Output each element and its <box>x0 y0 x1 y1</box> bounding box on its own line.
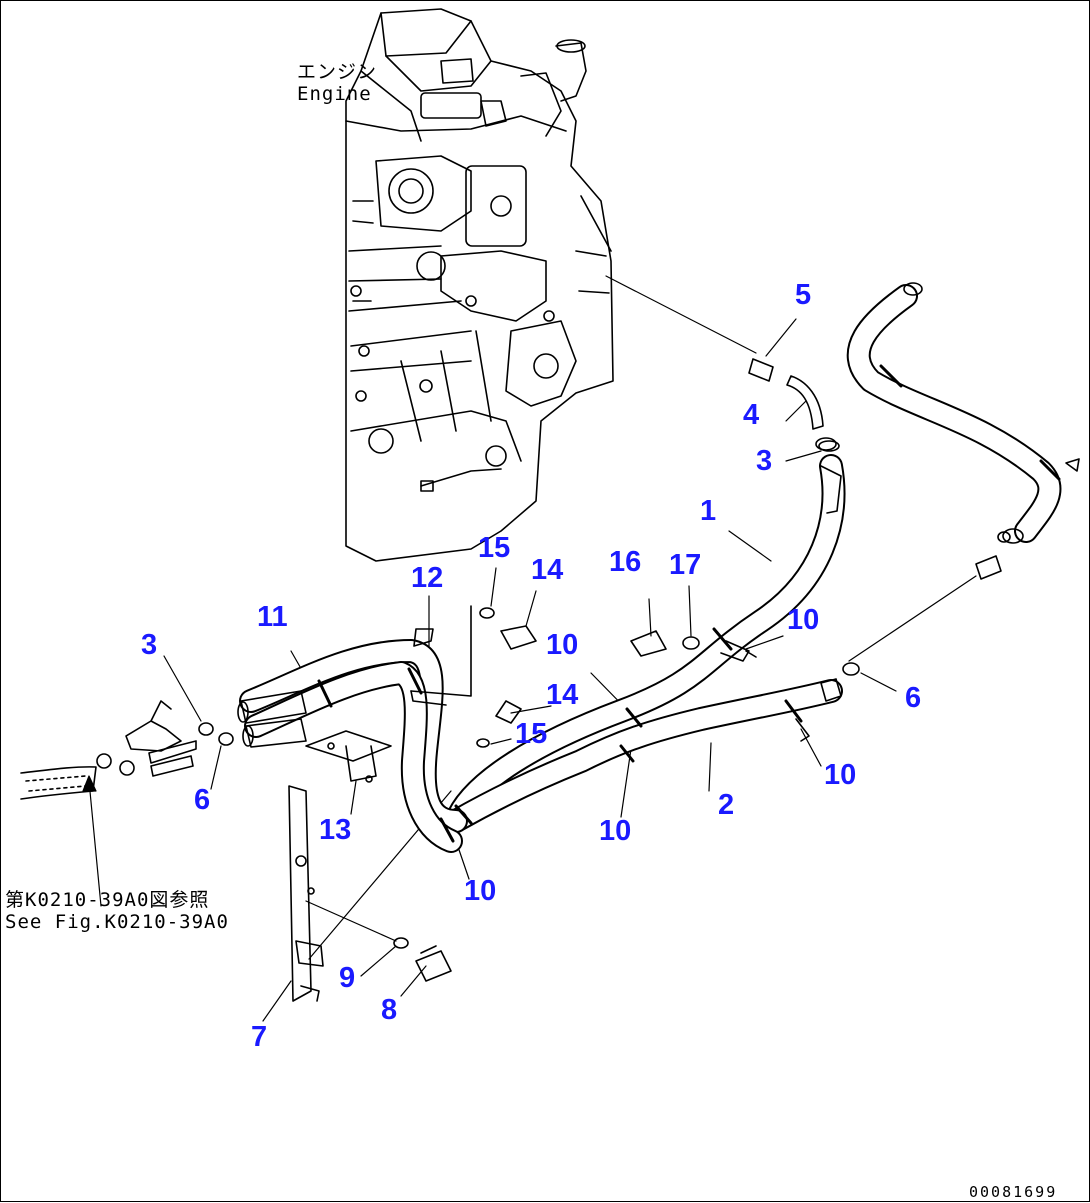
callout-3-left: 3 <box>141 629 158 661</box>
callout-10-c: 10 <box>824 759 857 791</box>
callout-16: 16 <box>609 546 642 578</box>
leader-lines <box>82 275 977 1022</box>
drawing-code: 00081699 <box>969 1183 1058 1201</box>
upper-right-hose <box>846 282 1080 544</box>
fittings-right <box>820 555 1002 702</box>
callout-6-right: 6 <box>905 682 922 714</box>
engine-label-en: Engine <box>297 83 372 105</box>
hose-11-outer <box>239 639 468 853</box>
reference-en: See Fig.K0210-39A0 <box>5 911 229 933</box>
callout-13: 13 <box>319 814 352 846</box>
callout-4: 4 <box>743 399 760 431</box>
callout-5: 5 <box>795 279 812 311</box>
bolt-14-15 <box>476 607 537 748</box>
bolt-8 <box>393 937 452 982</box>
callout-7: 7 <box>251 1021 268 1053</box>
callout-9: 9 <box>339 962 356 994</box>
bracket-7 <box>288 785 324 1002</box>
clamp-10-top <box>720 640 757 662</box>
hose-ends-left <box>237 690 307 748</box>
callout-10-e: 10 <box>464 875 497 907</box>
small-fittings <box>818 440 1011 543</box>
engine-label-ja: エンジン <box>297 61 378 83</box>
callout-8: 8 <box>381 994 398 1026</box>
callout-6-left: 6 <box>194 784 211 816</box>
hose-bands <box>317 627 803 843</box>
callout-15-top: 15 <box>478 532 511 564</box>
callout-1: 1 <box>700 495 717 527</box>
callout-15-bottom: 15 <box>515 718 548 750</box>
callout-14-top: 14 <box>531 554 564 586</box>
hose-1-outer <box>444 454 846 833</box>
callout-12: 12 <box>411 562 444 594</box>
clamp-10-right <box>795 718 810 742</box>
callout-3-right: 3 <box>756 445 773 477</box>
bracket-13 <box>305 730 392 783</box>
callout-14-bottom: 14 <box>546 679 579 711</box>
left-assembly <box>20 700 234 800</box>
callout-17: 17 <box>669 549 702 581</box>
callout-10-a: 10 <box>787 604 820 636</box>
hose-2-outer <box>444 679 843 833</box>
bracket-12 <box>410 605 472 706</box>
callout-10-b: 10 <box>546 629 579 661</box>
bolt-16-17 <box>630 630 700 657</box>
callout-11: 11 <box>257 601 288 633</box>
reference-ja: 第K0210-39A0図参照 <box>5 889 210 911</box>
engine-illustration <box>345 8 614 562</box>
callout-10-d: 10 <box>599 815 632 847</box>
callout-2: 2 <box>718 789 735 821</box>
